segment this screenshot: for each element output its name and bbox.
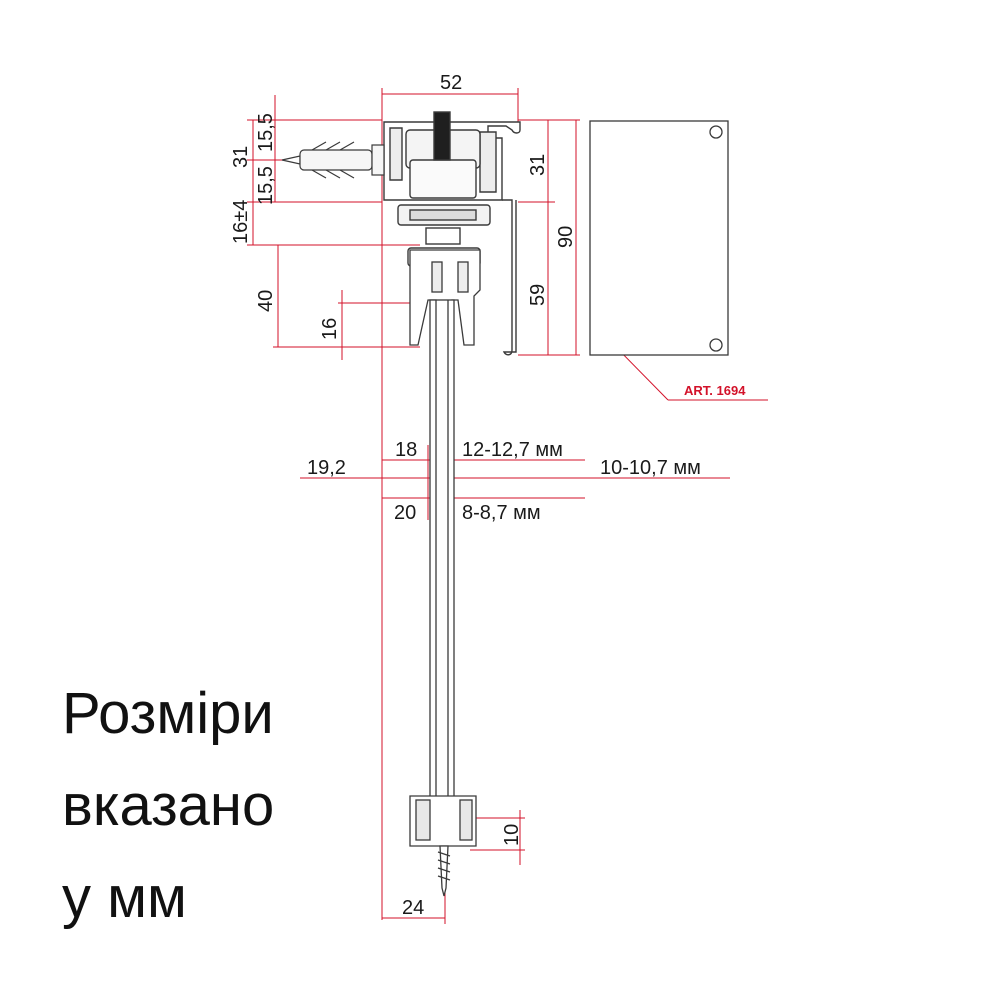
dim-left-31: 31 bbox=[230, 146, 252, 168]
dim-left-16pm4: 16±4 bbox=[230, 200, 252, 244]
dim-top-52: 52 bbox=[440, 72, 462, 94]
dim-left-15-5-mid: 15,5 bbox=[255, 166, 277, 205]
article-label: ART. 1694 bbox=[684, 383, 746, 398]
dim-left-16: 16 bbox=[319, 318, 341, 340]
dim-left-40: 40 bbox=[255, 290, 277, 312]
glass-panel bbox=[429, 299, 455, 841]
caption-line-3: у мм bbox=[62, 865, 187, 930]
bottom-guide bbox=[409, 795, 477, 897]
dim-bottom-24: 24 bbox=[402, 897, 424, 919]
wall-anchor bbox=[281, 141, 385, 179]
dim-row2-right: 10-10,7 мм bbox=[600, 457, 701, 479]
carriage bbox=[397, 111, 491, 267]
dim-bottom-10: 10 bbox=[501, 824, 523, 846]
caption-line-1: Розміри bbox=[62, 681, 274, 746]
panel-clamp bbox=[409, 249, 481, 346]
dim-left-15-5-top: 15,5 bbox=[255, 113, 277, 152]
dim-row1-right: 12-12,7 мм bbox=[462, 439, 563, 461]
dim-row1-left: 18 bbox=[395, 439, 417, 461]
dim-right-59: 59 bbox=[527, 284, 549, 306]
dim-row3-right: 8-8,7 мм bbox=[462, 502, 541, 524]
caption-line-2: вказано bbox=[62, 773, 275, 838]
units-caption: Розміри вказано у мм bbox=[62, 668, 392, 944]
dim-right-90: 90 bbox=[555, 226, 577, 248]
cover-plate bbox=[589, 120, 729, 356]
dim-row3-left: 20 bbox=[394, 502, 416, 524]
dim-right-31: 31 bbox=[527, 154, 549, 176]
dim-row2-left: 19,2 bbox=[307, 457, 346, 479]
